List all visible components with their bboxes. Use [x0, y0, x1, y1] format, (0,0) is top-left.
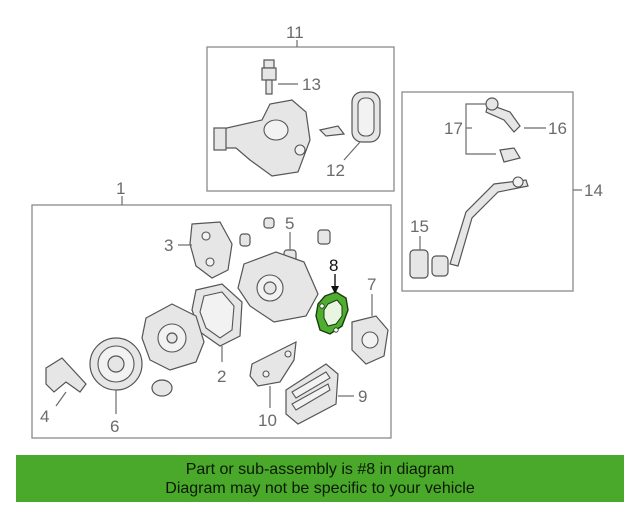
callout-7: 7: [367, 275, 376, 294]
info-banner: Part or sub-assembly is #8 in diagram Di…: [16, 455, 624, 502]
coolant-hose-part-16[interactable]: [485, 97, 521, 133]
callout-1: 1: [116, 179, 125, 198]
callout-17: 17: [444, 119, 463, 138]
oil-cooler-part-9[interactable]: [285, 363, 339, 425]
coolant-pipe[interactable]: [449, 176, 529, 267]
thermostat-part-7[interactable]: [351, 315, 389, 365]
thermostat-gasket-part-12[interactable]: [351, 91, 381, 143]
callout-9: 9: [358, 387, 367, 406]
group-box-1: [31, 204, 392, 439]
bracket-part-10[interactable]: [249, 340, 297, 387]
callout-6: 6: [110, 417, 119, 436]
callout-13: 13: [302, 75, 321, 94]
callout-3: 3: [164, 236, 173, 255]
callout-8: 8: [329, 256, 338, 275]
group-box-11: [206, 46, 395, 192]
callout-12: 12: [326, 161, 345, 180]
callout-2: 2: [217, 367, 226, 386]
water-pump[interactable]: [141, 303, 205, 371]
parts-diagram: 1 2 3 4 5 6 7 8 9 10 11 12 13 14 15 16 1…: [31, 23, 603, 439]
bracket-part-4[interactable]: [45, 357, 87, 393]
pipe-gasket-part-15[interactable]: [409, 249, 449, 279]
callout-11: 11: [286, 23, 304, 42]
callout-5: 5: [285, 214, 294, 233]
pulley-part-6[interactable]: [89, 337, 143, 391]
banner-line-2: Diagram may not be specific to your vehi…: [165, 480, 475, 497]
callout-16: 16: [548, 119, 567, 138]
callout-14: 14: [584, 181, 603, 200]
temperature-sensor-part-13[interactable]: [261, 59, 277, 95]
callout-15: 15: [410, 217, 429, 236]
group-box-14: [401, 91, 574, 292]
water-pump-housing[interactable]: [237, 251, 319, 323]
banner-line-1: Part or sub-assembly is #8 in diagram: [185, 461, 455, 478]
callout-4: 4: [40, 407, 49, 426]
thermostat-housing[interactable]: [213, 99, 311, 177]
gasket-part-8-highlighted[interactable]: [315, 291, 349, 335]
bracket-part-3[interactable]: [189, 221, 233, 279]
pump-gasket-part-2[interactable]: [191, 283, 243, 347]
callout-10: 10: [258, 411, 277, 430]
